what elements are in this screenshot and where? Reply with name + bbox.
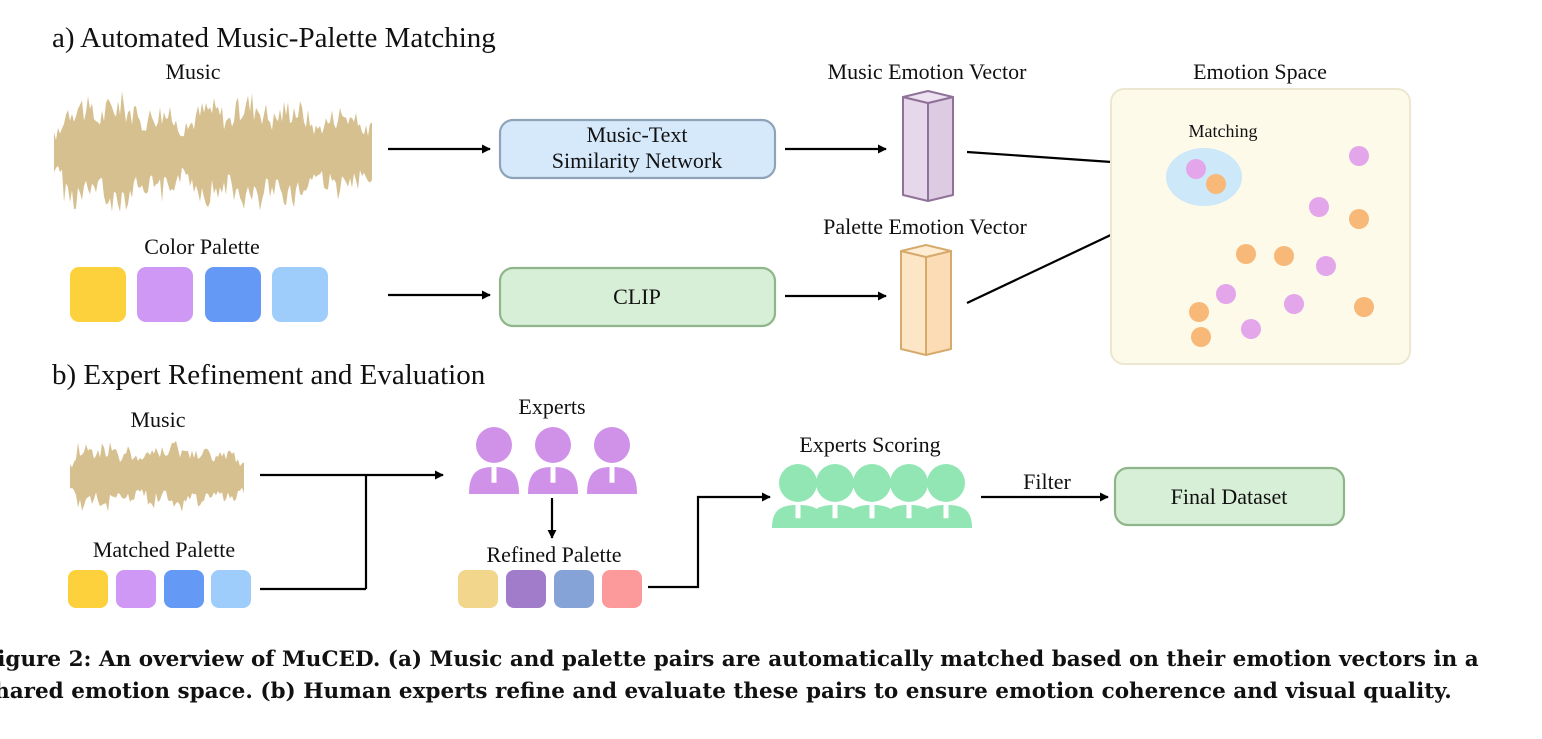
refined-swatch-2 (506, 570, 546, 608)
person-head (779, 464, 817, 502)
clip-box (498, 266, 777, 328)
music-waveform-a (54, 91, 372, 212)
palette-swatch-a-1 (70, 267, 126, 322)
caption-line-2: shared emotion space. (b) Human experts … (0, 679, 1452, 704)
music-vector-label: Music Emotion Vector (828, 59, 1027, 84)
refined-swatch-4 (602, 570, 642, 608)
filter-label: Filter (1023, 469, 1071, 494)
person-collar-gap (906, 504, 912, 519)
emotion-dot (1191, 327, 1211, 347)
merge-connector (260, 470, 444, 591)
experts-scoring-group (772, 464, 972, 528)
experts-group (469, 427, 637, 494)
person-collar-gap (550, 466, 556, 483)
matched-swatch-2 (116, 570, 156, 608)
clip-model: CLIP (498, 266, 777, 328)
matched-music-dot (1186, 159, 1206, 179)
overview-diagram: a) Automated Music-Palette Matching Musi… (52, 22, 1411, 608)
emotion-space: Matching (1110, 88, 1411, 365)
matched-palette (68, 570, 251, 608)
emotion-dot (1236, 244, 1256, 264)
palette-swatch-a-2 (137, 267, 193, 322)
expert-icon (587, 427, 637, 494)
color-palette-label: Color Palette (144, 234, 259, 259)
person-collar-gap (491, 466, 497, 483)
matching-label: Matching (1189, 121, 1258, 141)
expert-icon (469, 427, 519, 494)
caption-line-1: Figure 2: An overview of MuCED. (a) Musi… (0, 647, 1479, 672)
refined-swatch-1 (458, 570, 498, 608)
music-emotion-vector (902, 90, 954, 202)
person-head (927, 464, 965, 502)
music-label-b: Music (131, 407, 186, 432)
palette-vector-side (925, 250, 952, 356)
person-head (853, 464, 891, 502)
emotion-dot (1354, 297, 1374, 317)
final-dataset: Final Dataset (1113, 466, 1346, 527)
refined-palette-label: Refined Palette (486, 542, 621, 567)
music-waveform-b (70, 440, 244, 512)
emotion-dot (1349, 209, 1369, 229)
person-collar-gap (869, 504, 875, 519)
person-head (594, 427, 630, 463)
person-head (890, 464, 928, 502)
person-collar-gap (943, 504, 949, 519)
person-head (816, 464, 854, 502)
music-network-line1: Music-Text (586, 122, 687, 147)
matched-swatch-1 (68, 570, 108, 608)
experts-scoring-label: Experts Scoring (799, 432, 940, 457)
person-head (535, 427, 571, 463)
palette-vector-top (900, 244, 952, 258)
music-vector-front (902, 96, 929, 202)
matched-swatch-3 (164, 570, 204, 608)
color-palette-a (70, 267, 328, 322)
palette-swatch-a-3 (205, 267, 261, 322)
palette-emotion-vector (900, 244, 952, 356)
matched-palette-dot (1206, 174, 1226, 194)
emotion-dots (1189, 146, 1374, 347)
refined-palette (458, 570, 642, 608)
section-b-title: b) Expert Refinement and Evaluation (52, 359, 486, 391)
music-network-box (498, 118, 777, 180)
music-vector-side (927, 96, 954, 202)
person-head (476, 427, 512, 463)
emotion-dot (1284, 294, 1304, 314)
music-text-similarity-network: Music-Text Similarity Network (498, 118, 777, 180)
palette-vector-front (900, 250, 927, 356)
refined-swatch-3 (554, 570, 594, 608)
person-collar-gap (795, 504, 801, 519)
matching-region (1166, 148, 1242, 206)
emotion-dot (1216, 284, 1236, 304)
music-label-a: Music (166, 59, 221, 84)
music-vector-top (902, 90, 954, 104)
person-collar-gap (609, 466, 615, 483)
emotion-dot (1316, 256, 1336, 276)
final-dataset-label: Final Dataset (1171, 484, 1288, 509)
emotion-dot (1309, 197, 1329, 217)
section-a-title: a) Automated Music-Palette Matching (52, 22, 496, 54)
emotion-dot (1274, 246, 1294, 266)
clip-label: CLIP (613, 284, 661, 309)
matched-swatch-4 (211, 570, 251, 608)
matched-palette-label: Matched Palette (93, 537, 235, 562)
arrow-refined-to-scoring (648, 492, 771, 589)
emotion-space-label: Emotion Space (1193, 59, 1327, 84)
expert-icon (528, 427, 578, 494)
palette-vector-label: Palette Emotion Vector (823, 214, 1027, 239)
experts-label: Experts (518, 394, 585, 419)
music-network-line2: Similarity Network (552, 148, 722, 173)
emotion-dot (1241, 319, 1261, 339)
palette-swatch-a-4 (272, 267, 328, 322)
expert-scorer-icon (920, 464, 972, 528)
final-dataset-box (1113, 466, 1346, 527)
emotion-dot (1189, 302, 1209, 322)
emotion-dot (1349, 146, 1369, 166)
person-collar-gap (832, 504, 838, 519)
